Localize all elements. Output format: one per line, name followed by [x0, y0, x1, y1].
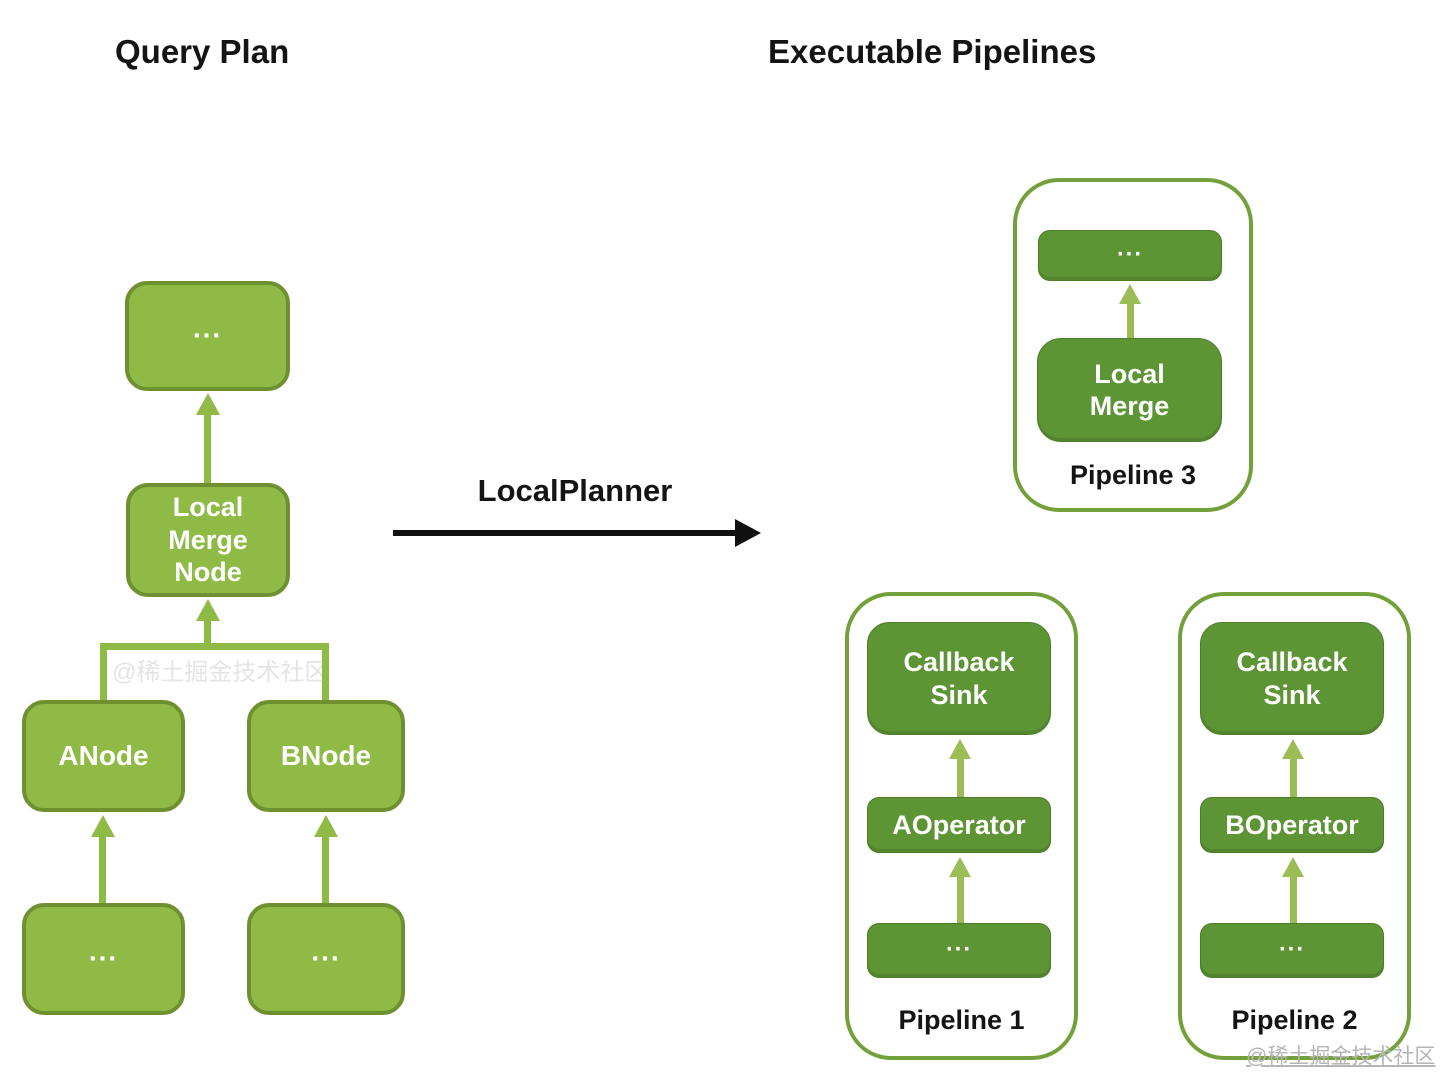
merge-to-root-arrow-line — [204, 413, 211, 483]
anode-child-box: ... — [22, 903, 185, 1015]
pipeline1-label: Pipeline 1 — [898, 1005, 1025, 1035]
merge-to-root-arrowhead-icon — [196, 393, 220, 415]
pipeline3-arrow-line — [1127, 302, 1134, 338]
bnode-child-label: ... — [311, 935, 341, 967]
pipeline1-operator-label: AOperator — [892, 809, 1026, 840]
local-merge-node: Local Merge Node — [126, 483, 290, 597]
branch-horizontal-line — [100, 643, 329, 650]
pipeline1-source-label: ... — [945, 929, 972, 957]
pipeline1-upper-arrow-line — [957, 757, 964, 797]
branch-left-line — [100, 643, 107, 700]
bnode-child-box: ... — [247, 903, 405, 1015]
pipeline3-top-box-label: ... — [1116, 234, 1143, 262]
local-planner-label: LocalPlanner — [477, 473, 673, 508]
pipeline2-operator-box: BOperator — [1200, 797, 1384, 853]
pipeline2-lower-arrow-line — [1290, 875, 1297, 923]
bchild-to-bnode-arrow-line — [322, 835, 329, 903]
pipeline3-label: Pipeline 3 — [1069, 460, 1197, 490]
anode-label: ANode — [58, 740, 149, 772]
pipeline1-operator-box: AOperator — [867, 797, 1051, 853]
bchild-to-bnode-arrowhead-icon — [314, 815, 338, 837]
branch-right-line — [322, 643, 329, 700]
query-root-node-label: ... — [192, 312, 223, 344]
pipeline1-source-box: ... — [867, 923, 1051, 978]
local-planner-arrow-line — [393, 530, 735, 536]
query-plan-title: Query Plan — [115, 33, 290, 70]
pipeline1-sink-label: Callback Sink — [903, 647, 1015, 710]
pipeline2-operator-label: BOperator — [1225, 809, 1359, 840]
achild-to-anode-arrowhead-icon — [91, 815, 115, 837]
ghost-watermark: @稀土掘金技术社区 — [112, 659, 329, 686]
children-to-merge-arrowhead-icon — [196, 599, 220, 621]
pipeline1-upper-arrowhead-icon — [949, 739, 971, 759]
bnode-label: BNode — [280, 740, 372, 772]
achild-to-anode-arrow-line — [99, 835, 106, 903]
pipeline2-sink-label: Callback Sink — [1236, 647, 1348, 710]
pipeline2-lower-arrowhead-icon — [1282, 857, 1304, 877]
pipeline1-sink-box: Callback Sink — [867, 622, 1051, 735]
bnode-box: BNode — [247, 700, 405, 812]
executable-pipelines-title: Executable Pipelines — [768, 33, 1097, 70]
pipeline2-upper-arrow-line — [1290, 757, 1297, 797]
anode-child-label: ... — [88, 935, 119, 967]
pipeline3-arrowhead-icon — [1119, 284, 1141, 304]
query-root-node: ... — [125, 281, 290, 391]
pipeline3-local-merge-box: Local Merge — [1037, 338, 1222, 442]
pipeline1-lower-arrowhead-icon — [949, 857, 971, 877]
local-planner-arrowhead-icon — [735, 519, 761, 547]
pipeline3-top-box: ... — [1038, 230, 1222, 281]
pipeline1-lower-arrow-line — [957, 875, 964, 923]
pipeline2-source-label: ... — [1278, 929, 1305, 957]
pipeline2-label: Pipeline 2 — [1231, 1005, 1358, 1035]
anode-box: ANode — [22, 700, 185, 812]
pipeline2-upper-arrowhead-icon — [1282, 739, 1304, 759]
local-merge-node-label: Local Merge Node — [168, 492, 248, 588]
pipeline2-source-box: ... — [1200, 923, 1384, 978]
pipeline3-local-merge-label: Local Merge — [1089, 358, 1170, 421]
pipeline2-sink-box: Callback Sink — [1200, 622, 1384, 735]
branch-stem-line — [204, 619, 211, 647]
site-watermark: @稀土掘金技术社区 — [1246, 1045, 1436, 1068]
